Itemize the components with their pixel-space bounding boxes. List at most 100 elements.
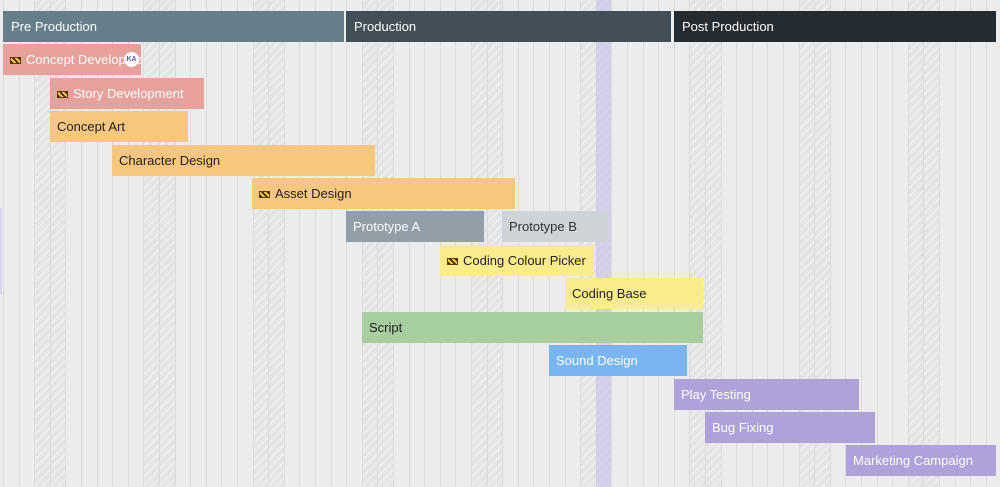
day-column [845,0,862,487]
day-column [174,0,192,487]
task-label: Story Development [73,86,184,101]
day-column [533,0,550,487]
day-column [237,0,254,487]
day-column [127,0,145,487]
task-bar-coding-base[interactable]: Coding Base [565,278,703,309]
day-column [299,0,316,487]
task-bar-play-testing[interactable]: Play Testing [674,379,859,410]
task-label: Sound Design [556,353,638,368]
day-column [876,0,894,487]
task-bar-character-design[interactable]: Character Design [112,145,375,176]
task-label: Play Testing [681,387,751,402]
day-column [393,0,410,487]
day-column [642,0,660,487]
task-label: Coding Colour Picker [463,253,586,268]
day-column [829,0,847,487]
day-column [159,0,176,487]
day-column [627,0,644,487]
task-bar-concept-development[interactable]: Concept Development KA [3,44,141,75]
phase-post-production[interactable]: Post Production [674,11,996,42]
day-column [892,0,909,487]
day-column [65,0,82,487]
task-label: Coding Base [572,286,647,301]
day-column [954,0,972,487]
day-column [783,0,800,487]
day-column [923,0,940,487]
task-bar-prototype-a[interactable]: Prototype A [346,211,484,242]
task-bar-story-development[interactable]: Story Development [50,78,204,109]
day-column [18,0,36,487]
day-column [486,0,504,487]
task-bar-concept-art[interactable]: Concept Art [50,111,188,142]
day-column [268,0,285,487]
day-column [564,0,582,487]
day-column [814,0,831,487]
milestone-flag-icon [10,57,21,64]
task-label: Asset Design [275,186,352,201]
task-label: Concept Development [26,52,141,67]
day-column [861,0,878,487]
task-label: Bug Fixing [712,420,774,435]
day-column [970,0,987,487]
task-bar-sound-design[interactable]: Sound Design [549,345,687,376]
day-column [673,0,691,487]
day-column [315,0,332,487]
day-column [455,0,472,487]
day-column [190,0,207,487]
day-column [611,0,628,487]
task-label: Character Design [119,153,221,168]
day-column [549,0,566,487]
day-column [252,0,270,487]
milestone-flag-icon [57,91,68,98]
task-label: Concept Art [57,119,125,134]
day-column [408,0,426,487]
day-column [96,0,114,487]
day-column [798,0,816,487]
day-column [751,0,769,487]
day-column [720,0,738,487]
task-bar-script[interactable]: Script [362,312,703,343]
task-bar-marketing-campaign[interactable]: Marketing Campaign [846,445,996,476]
milestone-flag-icon [447,258,458,265]
day-column [580,0,597,487]
day-column [34,0,51,487]
task-label: Marketing Campaign [853,453,973,468]
day-column [939,0,956,487]
day-column [985,0,1000,487]
day-column [330,0,348,487]
day-column [81,0,98,487]
day-column [705,0,722,487]
day-column [439,0,457,487]
task-bar-bug-fixing[interactable]: Bug Fixing [705,412,875,443]
day-column [517,0,535,487]
task-label: Prototype A [353,219,421,234]
task-bar-asset-design[interactable]: Asset Design [252,178,515,209]
day-column [361,0,379,487]
day-column [502,0,519,487]
day-column [658,0,675,487]
day-column [424,0,441,487]
day-column [907,0,925,487]
day-column [346,0,363,487]
day-column [205,0,223,487]
task-bar-coding-colour-picker[interactable]: Coding Colour Picker [440,245,594,276]
day-column [143,0,160,487]
day-column [736,0,753,487]
day-column [221,0,238,487]
today-marker [596,0,611,487]
task-label: Script [369,320,403,335]
day-column [689,0,706,487]
day-column [471,0,488,487]
day-column [377,0,394,487]
day-column [283,0,301,487]
day-column [767,0,784,487]
resize-handle[interactable] [0,208,2,294]
milestone-flag-icon [259,191,270,198]
assignee-avatar[interactable]: KA [124,52,139,67]
task-bar-prototype-b[interactable]: Prototype B [502,211,609,242]
phase-pre-production[interactable]: Pre Production [3,11,344,42]
phase-production[interactable]: Production [346,11,671,42]
day-column [3,0,20,487]
day-column [112,0,129,487]
